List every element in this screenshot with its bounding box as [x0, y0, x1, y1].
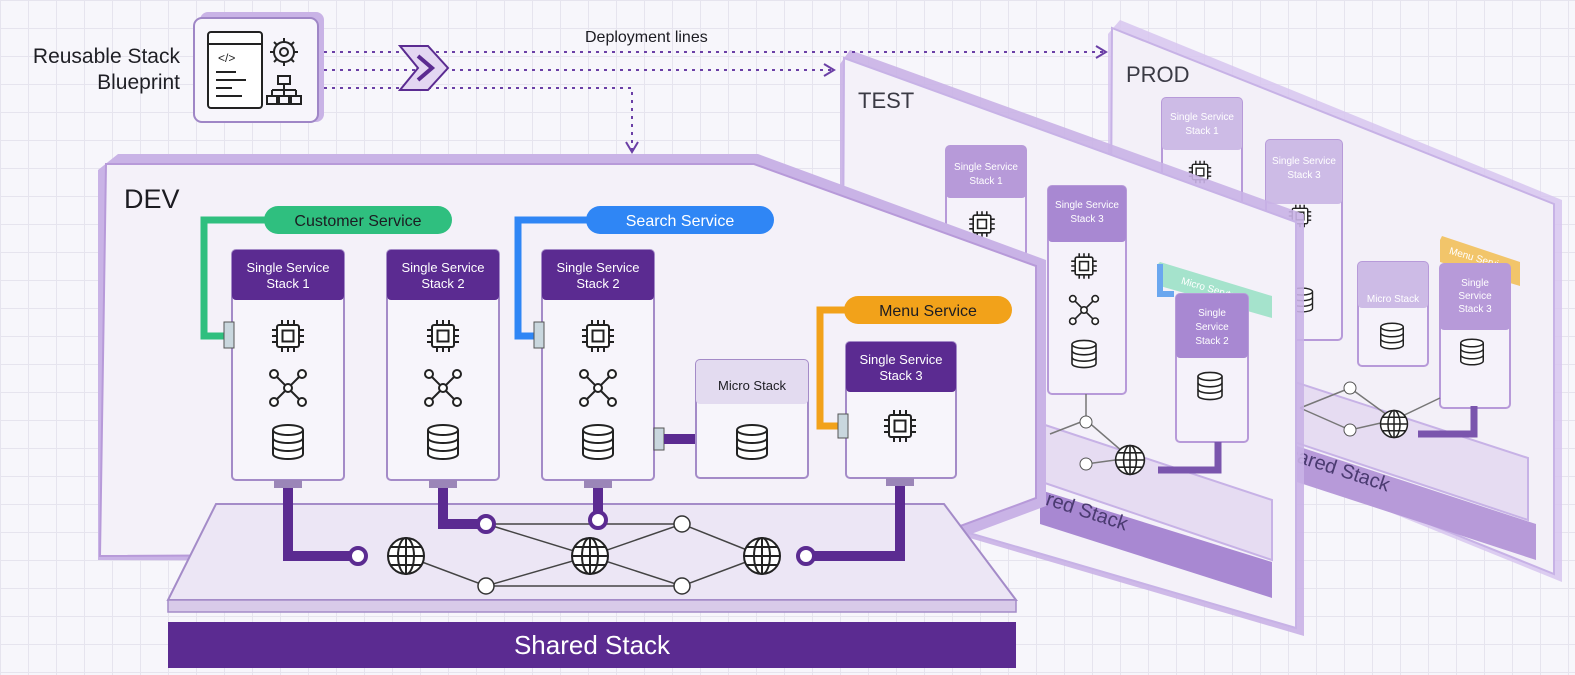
dev-stack-3-line1: Single Service	[556, 260, 639, 275]
dev-stack-1: Single Service Stack 1	[223, 249, 345, 488]
globe-icon	[387, 537, 425, 575]
customer-service-label: Customer Service	[294, 213, 421, 230]
dev-shared-label: Shared Stack	[514, 630, 671, 660]
chip-icon	[883, 409, 917, 443]
chip-icon	[581, 319, 615, 353]
dev-micro-stack: Micro Stack	[695, 359, 809, 479]
dev-stack-2: Single Service Stack 2	[386, 249, 500, 488]
globe-icon	[571, 537, 609, 575]
prod-micro-stack: Micro Stack	[1357, 261, 1429, 367]
dev-stack-4: Single Service Stack 3	[837, 341, 957, 486]
blueprint-label-line2: Blueprint	[97, 71, 180, 94]
dev-title: DEV	[124, 184, 180, 214]
test-stack-3-line2: Service	[1195, 322, 1229, 333]
test-stack-1-line2: Stack 1	[969, 176, 1003, 187]
prod-stack-2-line2: Stack 3	[1287, 170, 1321, 181]
test-stack-2-line2: Stack 3	[1070, 214, 1104, 225]
database-icon	[582, 424, 614, 460]
blueprint-label: Reusable Stack Blueprint	[5, 44, 180, 96]
prod-micro-stack-label: Micro Stack	[1367, 294, 1420, 305]
prod-stack-3-line1: Single	[1461, 278, 1489, 289]
dev-stack-4-line2: Stack 3	[879, 368, 922, 383]
test-stack-3-db-icon	[1197, 371, 1223, 401]
prod-stack-3-db-icon	[1460, 338, 1484, 366]
prod-network	[1299, 381, 1478, 439]
chip-icon	[426, 319, 460, 353]
blueprint-card: </>	[193, 12, 324, 123]
test-chip-icon-2	[1070, 252, 1098, 280]
dev-stack-3-line2: Stack 2	[576, 276, 619, 291]
prod-stack-2-line1: Single Service	[1272, 156, 1336, 167]
dev-stack-4-line1: Single Service	[859, 352, 942, 367]
prod-title: PROD	[1126, 62, 1190, 87]
code-settings-hierarchy-icon: </>	[207, 31, 302, 109]
dev-shared-network	[283, 486, 905, 595]
dev-stack-2-line2: Stack 2	[421, 276, 464, 291]
blueprint-label-line1: Reusable Stack	[32, 45, 180, 68]
chevron-right-icon	[397, 45, 450, 91]
dev-stack-3: Single Service Stack 2	[533, 249, 665, 488]
test-stack-3-line3: Stack 2	[1195, 336, 1229, 347]
prod-globe-icon	[1379, 409, 1409, 439]
test-title: TEST	[858, 88, 914, 113]
test-stack-2: Single Service Stack 3	[1047, 185, 1127, 395]
test-chip-icon	[968, 210, 996, 238]
test-database-icon	[1071, 339, 1097, 369]
chip-icon	[271, 319, 305, 353]
search-service-label: Search Service	[626, 213, 735, 230]
test-stack-1-line1: Single Service	[954, 162, 1018, 173]
dev-stack-2-line1: Single Service	[401, 260, 484, 275]
prod-stack-1-line2: Stack 1	[1185, 126, 1219, 137]
svg-text:</>: </>	[218, 51, 235, 65]
prod-stack-3: Single Service Stack 3	[1439, 263, 1511, 409]
test-network	[1049, 394, 1222, 476]
test-stack-3-line1: Single	[1198, 308, 1226, 319]
prod-stack-1-line1: Single Service	[1170, 112, 1234, 123]
customer-service-connector: Customer Service	[200, 206, 452, 340]
deployment-lines: Deployment lines	[324, 29, 1108, 154]
dev-stack-1-line2: Stack 1	[266, 276, 309, 291]
test-stack-3: Single Service Stack 2	[1175, 293, 1249, 443]
database-icon	[427, 424, 459, 460]
test-stack-2-line1: Single Service	[1055, 200, 1119, 211]
dev-stack-1-line1: Single Service	[246, 260, 329, 275]
database-icon	[736, 424, 768, 460]
dev-environment: DEV Shared Stack Customer Service Search…	[98, 154, 1046, 668]
prod-stack-3-line2: Service	[1458, 291, 1492, 302]
menu-service-label: Menu Service	[879, 303, 977, 320]
prod-stack-3-line3: Stack 3	[1458, 304, 1492, 315]
deployment-lines-label: Deployment lines	[585, 29, 708, 46]
prod-micro-db-icon	[1380, 322, 1404, 350]
test-globe-icon	[1114, 444, 1146, 476]
dev-micro-stack-label: Micro Stack	[718, 378, 786, 393]
globe-icon	[743, 537, 781, 575]
database-icon	[272, 424, 304, 460]
test-stack-1: Single Service Stack 1	[945, 145, 1027, 257]
menu-service-connector: Menu Service	[816, 296, 1012, 430]
search-service-connector: Search Service	[514, 206, 774, 340]
